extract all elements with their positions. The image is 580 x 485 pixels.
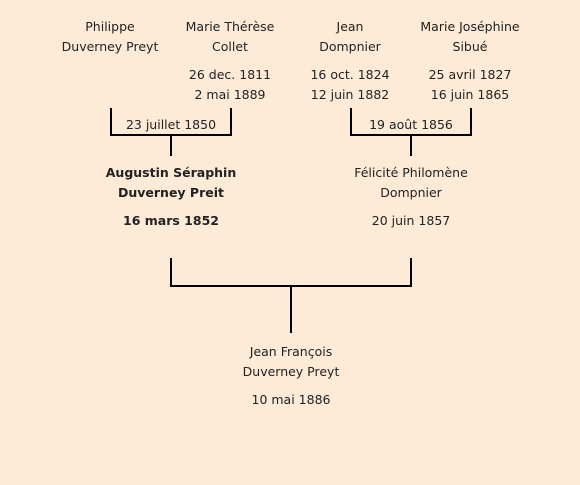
- person-last-name: Duverney Preyt: [61, 39, 159, 54]
- person-first-name: Marie Thérèse: [185, 19, 275, 34]
- person-last-name: Dompnier: [319, 39, 381, 54]
- person-birth-date: 25 avril 1827: [428, 67, 512, 82]
- person-death-date: 16 juin 1865: [430, 87, 510, 102]
- person-jean-dompnier[interactable]: Jean Dompnier 16 oct. 1824 12 juin 1882: [270, 17, 430, 105]
- connector-line: [470, 108, 472, 136]
- person-first-name: Félicité Philomène: [354, 165, 468, 180]
- person-last-name: Sibué: [452, 39, 488, 54]
- connector-line: [290, 287, 292, 333]
- person-birth-date: 20 juin 1857: [371, 213, 451, 228]
- person-first-name: Marie Joséphine: [420, 19, 520, 34]
- person-birth-date: 26 dec. 1811: [188, 67, 272, 82]
- person-birth-date: 16 oct. 1824: [310, 67, 390, 82]
- connector-line: [170, 136, 172, 156]
- person-augustin-seraphin-duverney-preit[interactable]: Augustin Séraphin Duverney Preit 16 mars…: [91, 163, 251, 231]
- connector-line: [410, 136, 412, 156]
- person-marie-josephine-sibue[interactable]: Marie Joséphine Sibué 25 avril 1827 16 j…: [390, 17, 550, 105]
- person-last-name: Duverney Preit: [117, 185, 224, 200]
- person-jean-francois-duverney-preyt[interactable]: Jean François Duverney Preyt 10 mai 1886: [211, 342, 371, 410]
- connector-line: [410, 258, 412, 287]
- connector-line: [170, 258, 172, 287]
- person-last-name: Duverney Preyt: [242, 364, 340, 379]
- connector-line: [350, 108, 352, 136]
- person-felicite-philomene-dompnier[interactable]: Félicité Philomène Dompnier 20 juin 1857: [331, 163, 491, 231]
- connector-line: [110, 134, 232, 136]
- connector-line: [170, 285, 412, 287]
- person-first-name: Augustin Séraphin: [105, 165, 237, 180]
- marriage-date-right: 19 août 1856: [369, 117, 453, 132]
- connector-line: [110, 108, 112, 136]
- person-death-date: 12 juin 1882: [310, 87, 390, 102]
- person-birth-date: 16 mars 1852: [123, 213, 219, 228]
- person-philippe-duverney-preyt[interactable]: Philippe Duverney Preyt: [30, 17, 190, 57]
- marriage-date-left: 23 juillet 1850: [125, 117, 217, 132]
- connector-line: [350, 134, 472, 136]
- person-first-name: Jean: [336, 19, 364, 34]
- connector-line: [230, 108, 232, 136]
- person-death-date: 2 mai 1889: [194, 87, 266, 102]
- person-marie-therese-collet[interactable]: Marie Thérèse Collet 26 dec. 1811 2 mai …: [150, 17, 310, 105]
- person-last-name: Collet: [212, 39, 248, 54]
- person-first-name: Philippe: [85, 19, 135, 34]
- person-birth-date: 10 mai 1886: [251, 392, 331, 407]
- person-last-name: Dompnier: [380, 185, 442, 200]
- person-first-name: Jean François: [249, 344, 333, 359]
